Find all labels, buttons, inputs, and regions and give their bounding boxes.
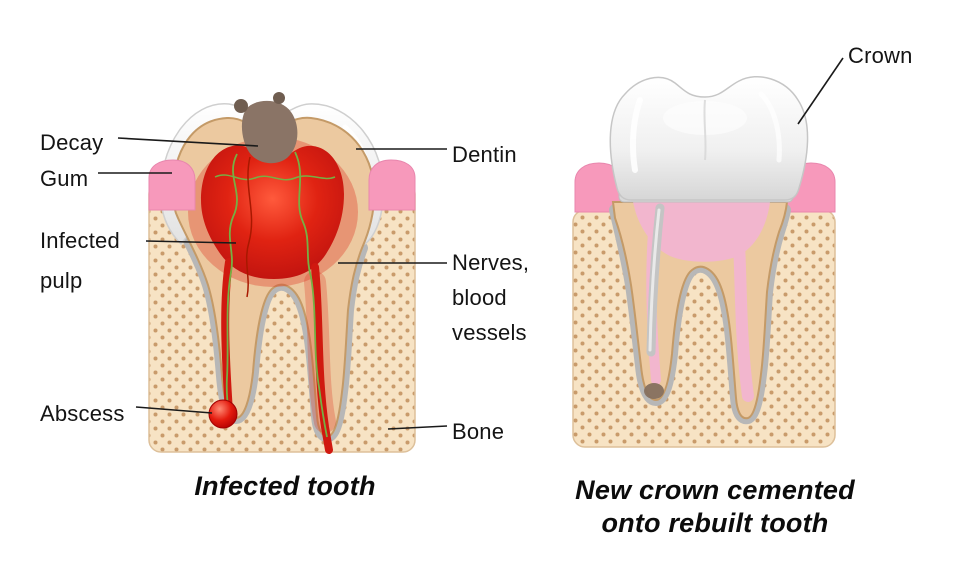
crowned-tooth-illustration [572, 76, 836, 448]
crown-highlight-left [629, 97, 643, 173]
abscess-ball [208, 399, 238, 429]
crown-label: Crown [848, 43, 913, 68]
decay-spot-small-2 [273, 92, 285, 104]
nerve-line-left [225, 153, 238, 415]
gum-label: Gum [40, 166, 89, 191]
crown-highlight-right [758, 91, 782, 163]
nerve-line-right [294, 151, 328, 438]
root-apex-spot [644, 383, 664, 399]
infected-tooth-caption: Infected tooth [194, 471, 376, 501]
abscess-label: Abscess [40, 401, 125, 426]
metal-post-highlight [648, 208, 661, 352]
blood-vessel-line [245, 156, 253, 298]
nerves-label: Nerves, blood vessels [452, 250, 530, 346]
gum-left-mound [148, 159, 196, 211]
infected-tooth-illustration [148, 92, 416, 454]
bone-label: Bone [452, 419, 505, 444]
decay-spot [241, 100, 298, 164]
nerve-squiggle-chamber [214, 174, 336, 181]
new-crown [609, 76, 809, 201]
decay-label: Decay [40, 130, 104, 155]
crown-groove [703, 99, 707, 161]
decay-spot-small-1 [234, 99, 248, 113]
canal-filling-right [731, 204, 754, 402]
dentin-label: Dentin [452, 142, 517, 167]
gum-right-mound [368, 159, 416, 211]
new-crown-caption: New crown cemented onto rebuilt tooth [575, 475, 855, 538]
infected-pulp-label: Infected pulp [40, 228, 120, 293]
